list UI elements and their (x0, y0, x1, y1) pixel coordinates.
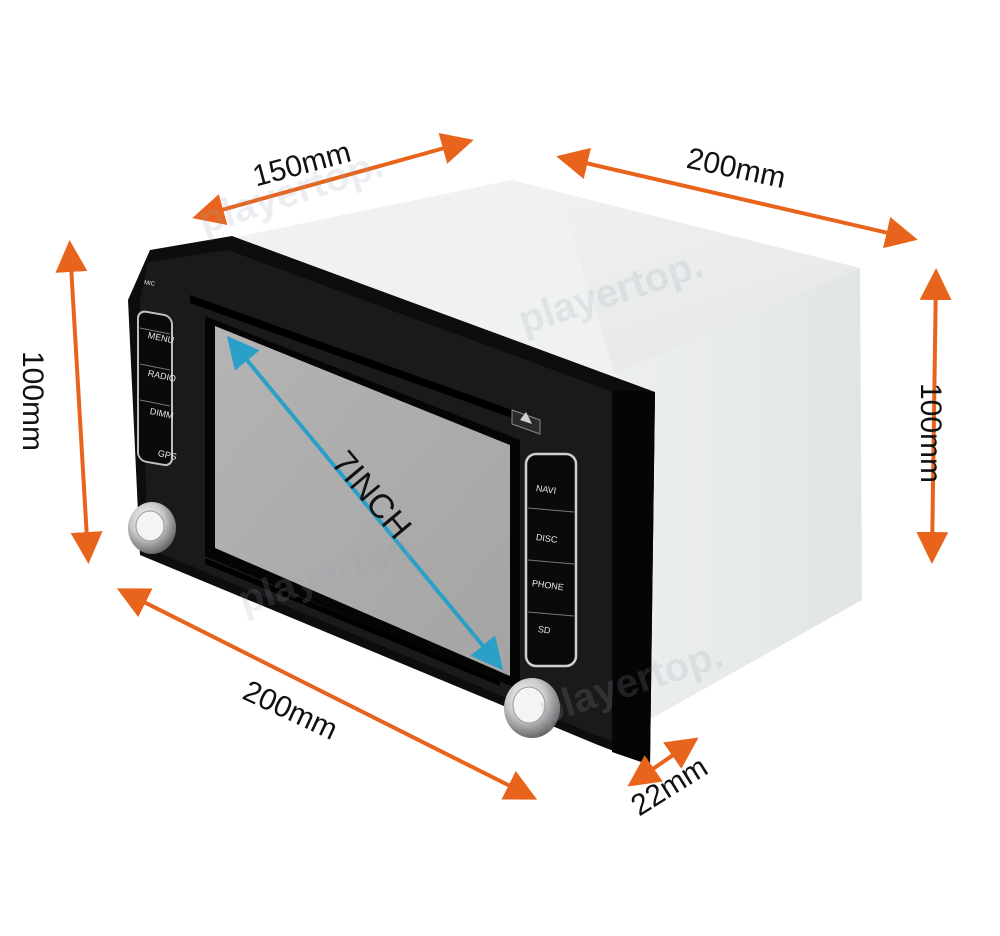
arrow-right-height (916, 268, 952, 564)
right-button-column (524, 452, 578, 668)
arrow-bottom-depth (116, 588, 538, 800)
bezel-rim (612, 390, 655, 765)
button-sd[interactable]: SD (537, 624, 552, 636)
eject-icon (520, 412, 532, 424)
label-right-height: 100mm (914, 382, 948, 484)
arrow-left-height (55, 240, 103, 564)
left-knob (128, 502, 176, 554)
arrow-top-depth (556, 147, 918, 249)
label-left-height: 100mm (16, 350, 50, 452)
housing-front-top (232, 180, 620, 390)
arrow-top-width (192, 133, 474, 225)
arrow-face-thickness (627, 737, 699, 787)
left-button-column (137, 310, 173, 467)
housing-side (600, 268, 862, 725)
